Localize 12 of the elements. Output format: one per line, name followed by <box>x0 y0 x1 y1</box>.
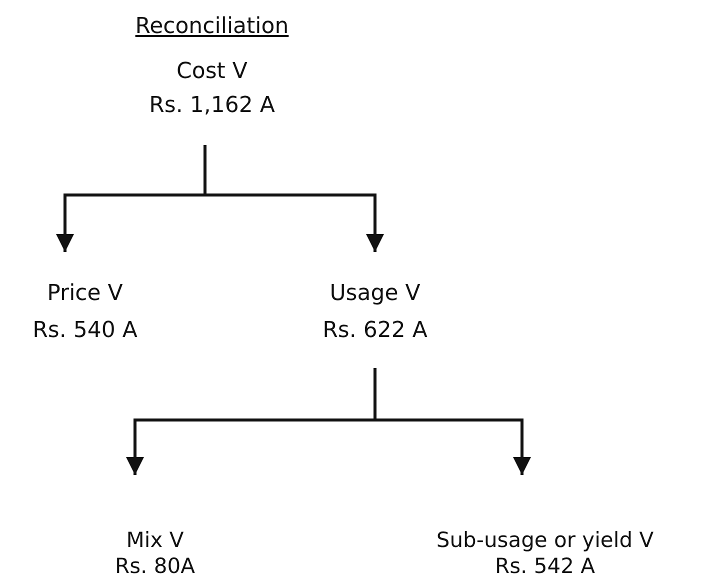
variance-name: Mix V <box>126 527 184 553</box>
variance-amount: Rs. 80A <box>115 553 195 579</box>
variance-name: Usage V <box>330 280 420 308</box>
variance-amount: Rs. 622 A <box>322 317 428 345</box>
heading: Reconciliation <box>134 13 290 41</box>
variance-amount: Rs. 542 A <box>494 553 595 579</box>
variance-name: Price V <box>47 280 123 308</box>
variance-amount: Rs. 540 A <box>32 317 138 345</box>
variance-name: Sub-usage or yield V <box>436 527 654 553</box>
arrow <box>204 145 384 252</box>
variance-amount: Rs. 1,162 A <box>149 92 275 120</box>
variance-name: Cost V <box>176 58 248 86</box>
